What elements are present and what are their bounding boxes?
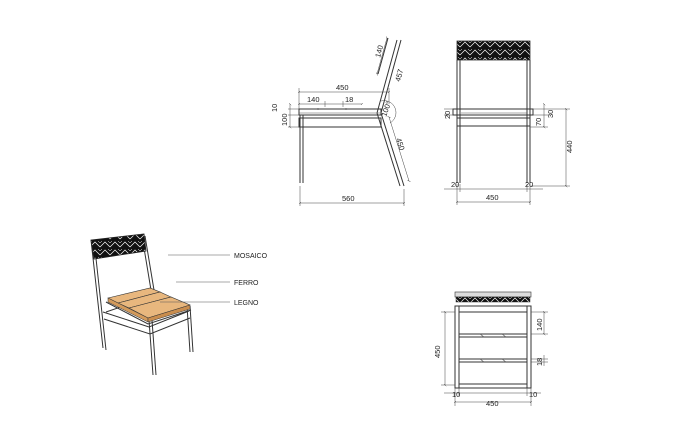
side-view: 450 140 18 10 100 140 457 100° 450 560: [270, 38, 409, 206]
dim-18-plan: 18: [535, 358, 544, 366]
persp-front-left-leg: [148, 319, 154, 376]
backrest-mosaic-front: [456, 40, 531, 61]
dim-140-back: 140: [373, 44, 385, 58]
plan-frame: [454, 305, 532, 389]
persp-front-right-leg: [186, 305, 191, 353]
dim-450-front: 450: [486, 193, 499, 202]
persp-back-left-leg: [90, 239, 104, 349]
dim-angle: 100°: [379, 100, 393, 118]
dim-70: 70: [534, 118, 543, 126]
dim-10-left: 10: [452, 390, 460, 399]
dim-30: 30: [546, 110, 555, 118]
front-view: 20 30 70 440 20 20 450: [443, 40, 574, 205]
plan-slat-1: [458, 311, 528, 335]
dim-20-left: 20: [443, 111, 452, 119]
back-post-top: [376, 39, 398, 114]
dim-450-leg: 450: [394, 137, 406, 152]
dim-100: 100: [280, 113, 289, 126]
plan-view: 450 140 18 10 10 450: [433, 291, 548, 408]
apron-front: [456, 117, 531, 127]
seat-side: [298, 108, 382, 116]
dim-10-right: 10: [529, 390, 537, 399]
persp-backrest-mosaic: [90, 233, 147, 260]
dim-140-seat: 140: [307, 95, 320, 104]
material-legend: MOSAICO FERRO LEGNO: [160, 253, 268, 307]
dim-18: 18: [345, 95, 353, 104]
dim-140-plan: 140: [535, 318, 544, 331]
dim-20-bottom-right: 20: [525, 180, 533, 189]
back-leg: [376, 112, 401, 187]
dim-450-plan-h: 450: [433, 345, 442, 358]
legend-mosaico: MOSAICO: [234, 253, 268, 260]
dim-10: 10: [270, 104, 279, 112]
dim-457: 457: [393, 68, 405, 82]
legend-legno: LEGNO: [234, 300, 259, 307]
plan-slat-3: [458, 361, 528, 385]
plan-slat-2: [458, 336, 528, 360]
apron-side: [298, 117, 382, 128]
dim-450-plan-w: 450: [486, 399, 499, 408]
legend-ferro: FERRO: [234, 280, 259, 287]
dim-560: 560: [342, 194, 355, 203]
dim-440: 440: [565, 140, 574, 153]
dim-450-top: 450: [336, 83, 349, 92]
seat-front: [452, 108, 534, 116]
backrest-mosaic-plan: [455, 296, 531, 303]
dim-20-bottom-left: 20: [451, 180, 459, 189]
